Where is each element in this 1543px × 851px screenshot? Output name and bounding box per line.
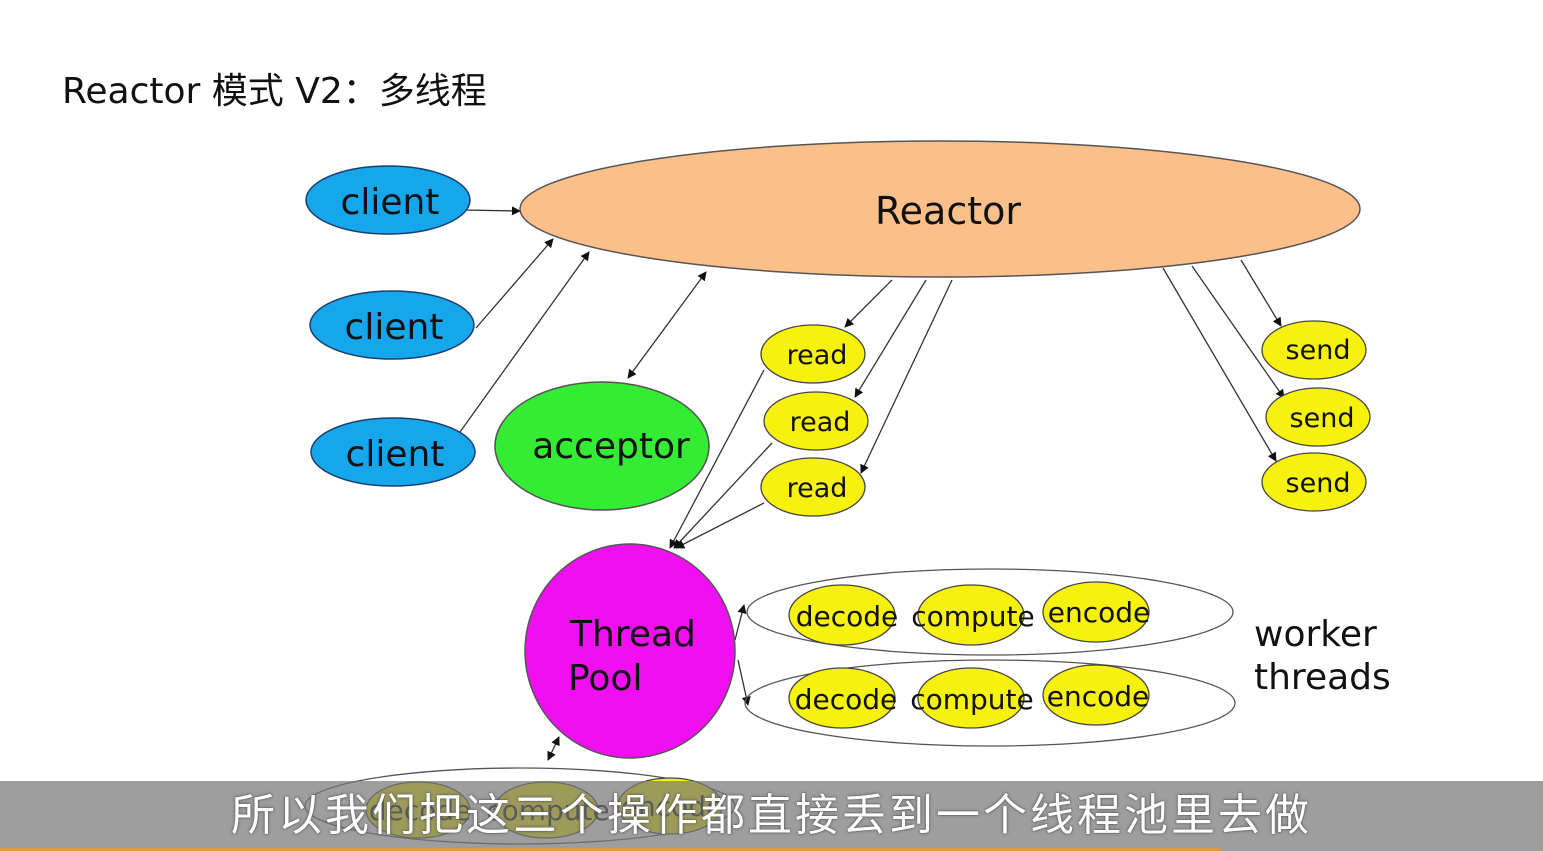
arrow-reactor-send3 bbox=[1162, 267, 1277, 462]
read-node: read bbox=[760, 457, 866, 517]
arrow-client2-reactor bbox=[475, 238, 554, 329]
arrow-client1-reactor bbox=[461, 206, 521, 216]
read-label: read bbox=[787, 473, 848, 504]
thread-pool-label-line1: Thread bbox=[569, 614, 696, 655]
encode-label: encode bbox=[1048, 596, 1151, 629]
video-subtitle: 所以我们把这三个操作都直接丢到一个线程池里去做 bbox=[231, 790, 1312, 841]
worker-threads-label-line1: worker bbox=[1254, 614, 1377, 655]
worker-thread-row: decode compute encode bbox=[744, 659, 1236, 747]
acceptor-label: acceptor bbox=[532, 426, 690, 467]
arrow-pool-worker3 bbox=[547, 736, 560, 761]
client-label: client bbox=[345, 307, 444, 348]
client-label: client bbox=[346, 434, 445, 475]
send-node: send bbox=[1261, 452, 1367, 512]
reactor-label: Reactor bbox=[875, 189, 1021, 233]
worker-threads-label-line2: threads bbox=[1254, 657, 1391, 698]
compute-label: compute bbox=[910, 683, 1034, 716]
client-node: client bbox=[305, 165, 471, 235]
decode-label: decode bbox=[795, 683, 898, 716]
video-progress-strip bbox=[0, 848, 1220, 851]
arrow-pool-worker1 bbox=[734, 604, 747, 641]
subtitle-bar bbox=[0, 781, 1543, 851]
client-node: client bbox=[310, 417, 476, 487]
send-node: send bbox=[1265, 387, 1371, 447]
read-node: read bbox=[763, 391, 869, 451]
acceptor-node: acceptor bbox=[494, 381, 710, 511]
arrow-reactor-send2 bbox=[1191, 265, 1285, 399]
slide-title: Reactor 模式 V2：多线程 bbox=[62, 71, 487, 112]
send-node: send bbox=[1261, 320, 1367, 380]
thread-pool-node: Thread Pool bbox=[524, 543, 736, 759]
reactor-node: Reactor bbox=[519, 140, 1361, 278]
arrow-reactor-acceptor bbox=[627, 271, 707, 379]
encode-label: encode bbox=[1047, 680, 1150, 713]
arrow-client3-reactor bbox=[459, 251, 590, 433]
send-label: send bbox=[1286, 335, 1351, 366]
compute-label: compute bbox=[911, 600, 1035, 633]
arrow-reactor-read2 bbox=[854, 279, 927, 398]
decode-label: decode bbox=[796, 600, 899, 633]
connector-lines bbox=[459, 206, 1285, 761]
worker-thread-row: decode compute encode bbox=[746, 568, 1234, 656]
read-label: read bbox=[787, 340, 848, 371]
send-label: send bbox=[1290, 403, 1355, 434]
arrow-read2-pool bbox=[673, 442, 773, 549]
client-node: client bbox=[309, 290, 475, 360]
arrow-read1-pool bbox=[669, 369, 765, 549]
arrow-reactor-send1 bbox=[1240, 259, 1282, 327]
read-label: read bbox=[790, 407, 851, 438]
arrow-reactor-read1 bbox=[844, 279, 893, 328]
send-label: send bbox=[1286, 468, 1351, 499]
thread-pool-label-line2: Pool bbox=[568, 658, 642, 699]
client-label: client bbox=[341, 182, 440, 223]
arrow-read3-pool bbox=[675, 502, 765, 549]
arrow-reactor-read3 bbox=[860, 279, 953, 474]
read-node: read bbox=[760, 324, 866, 384]
